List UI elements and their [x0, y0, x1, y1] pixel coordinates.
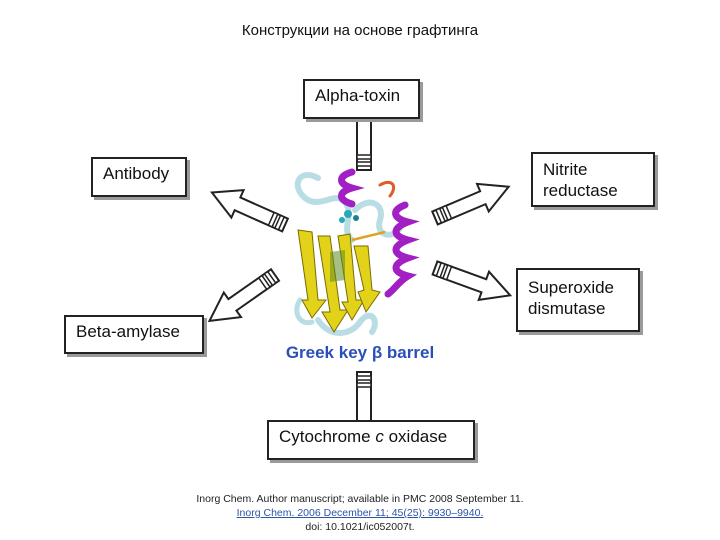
- superoxide-label-line1: Superoxide: [528, 278, 615, 297]
- beta-amylase-box: Beta-amylase: [64, 315, 204, 354]
- greek-key-beta-barrel-label: Greek key β barrel: [285, 343, 435, 362]
- cytochrome-label-italic: c: [375, 427, 384, 446]
- nitrite-reductase-box: Nitrite reductase: [531, 152, 655, 207]
- superoxide-label-line2: dismutase: [528, 299, 606, 318]
- citation-line-1: Inorg Chem. Author manuscript; available…: [196, 493, 524, 505]
- superoxide-dismutase-box: Superoxide dismutase: [516, 268, 640, 332]
- nitrite-label-line2: reductase: [543, 181, 618, 200]
- antibody-label: Antibody: [103, 164, 170, 183]
- arrow-to-superoxide-dismutase: [428, 252, 517, 311]
- arrow-to-nitrite-reductase: [428, 171, 516, 233]
- cytochrome-label: Cytochrome c oxidase: [279, 426, 463, 447]
- alpha-toxin-box: Alpha-toxin: [303, 79, 420, 119]
- beta-amylase-label: Beta-amylase: [76, 322, 180, 341]
- protein-ribbon-structure: [294, 168, 420, 336]
- arrow-to-beta-amylase: [199, 261, 285, 335]
- antibody-box: Antibody: [91, 157, 187, 197]
- citation-footer: Inorg Chem. Author manuscript; available…: [0, 492, 720, 534]
- arrow-to-antibody: [204, 177, 293, 240]
- citation-doi: doi: 10.1021/ic052007t.: [305, 521, 415, 533]
- alpha-toxin-label: Alpha-toxin: [315, 86, 401, 105]
- slide-title: Конструкции на основе графтинга: [241, 22, 479, 39]
- nitrite-label-line1: Nitrite: [543, 160, 588, 179]
- cytochrome-oxidase-box: Cytochrome c oxidase: [267, 420, 475, 460]
- citation-journal-link[interactable]: Inorg Chem. 2006 December 11; 45(25): 99…: [236, 507, 484, 519]
- cytochrome-label-post: oxidase: [383, 427, 448, 446]
- cytochrome-label-pre: Cytochrome: [279, 427, 376, 446]
